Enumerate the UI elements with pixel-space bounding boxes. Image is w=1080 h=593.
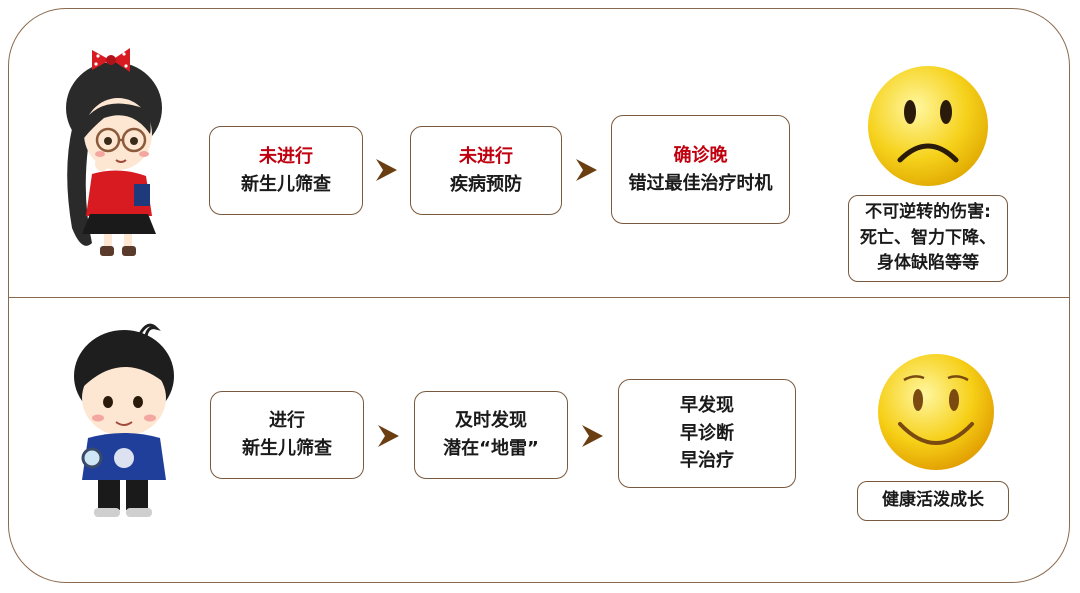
top-box1-line2: 新生儿筛查 [241,173,331,195]
top-box1-line1: 未进行 [259,145,313,167]
bottom-box3-line3: 早治疗 [680,450,734,472]
bottom-box3-line2: 早诊断 [680,422,734,444]
bottom-box2-line2: 潜在“地雷” [443,438,539,459]
top-box3-line2: 错过最佳治疗时机 [628,172,773,194]
top-outcome-line2: 死亡、智力下降、 [860,227,996,248]
bottom-box-timely-detection: 及时发现 潜在“地雷” [414,391,568,479]
top-box-late-diagnosis: 确诊晚 错过最佳治疗时机 [611,115,790,224]
bottom-box1-line1: 进行 [269,410,305,432]
sad-face-icon [868,66,988,186]
bottom-box-early-care: 早发现 早诊断 早治疗 [618,379,796,488]
arrow-right-icon [576,159,597,181]
arrow-right-icon [582,425,603,447]
arrow-right-icon [376,159,397,181]
bottom-box1-line2: 新生儿筛查 [242,438,332,459]
top-box2-line1: 未进行 [459,145,513,167]
arrow-right-icon [378,425,399,447]
boy-character-icon [74,323,174,517]
bottom-box2-line1: 及时发现 [455,410,527,432]
girl-character-icon [66,48,162,256]
top-outcome-box: 不可逆转的伤害: 死亡、智力下降、 身体缺陷等等 [848,195,1008,282]
top-box-no-prevention: 未进行 疾病预防 [410,126,562,215]
top-box-no-screening: 未进行 新生儿筛查 [209,126,363,215]
top-outcome-line1: 不可逆转的伤害: [865,202,991,223]
outer-frame [8,8,1070,583]
bottom-outcome-line1: 健康活泼成长 [882,490,984,511]
row-divider [8,297,1070,298]
bottom-outcome-box: 健康活泼成长 [857,481,1009,521]
top-outcome-line3: 身体缺陷等等 [877,253,979,274]
top-box3-line1: 确诊晚 [673,144,728,166]
bottom-box-screening: 进行 新生儿筛查 [210,391,364,479]
bottom-box3-line1: 早发现 [680,394,734,416]
happy-face-icon [878,354,994,470]
top-box2-line2: 疾病预防 [450,173,522,195]
